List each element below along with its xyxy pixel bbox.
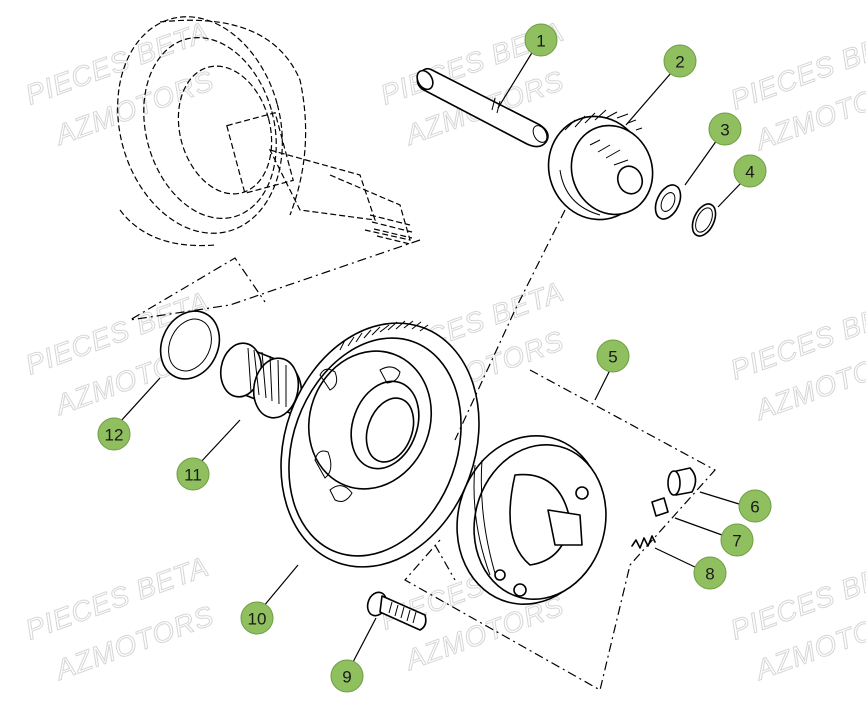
- callout-11-label: 11: [184, 466, 202, 485]
- callout-1-label: 1: [536, 32, 545, 51]
- callout-6[interactable]: 6: [738, 489, 772, 523]
- part-2-gear: [547, 109, 654, 221]
- callout-2-label: 2: [675, 53, 684, 72]
- part-4-circlip: [691, 203, 717, 237]
- callout-6-label: 6: [750, 498, 759, 517]
- callout-5-label: 5: [608, 348, 617, 367]
- part-8-spring: [631, 535, 656, 549]
- callout-4-label: 4: [745, 163, 754, 182]
- part-3-washer: [654, 184, 682, 220]
- callout-8[interactable]: 8: [693, 556, 727, 590]
- part-12-washer: [159, 310, 221, 380]
- callout-3-label: 3: [720, 121, 729, 140]
- callout-7-label: 7: [732, 532, 741, 551]
- axis-lines: [434, 209, 566, 581]
- callouts: 1 2 3 4 5 6 7 8: [97, 23, 772, 693]
- part-10-starter-gear: [280, 320, 480, 568]
- callout-12[interactable]: 12: [97, 417, 131, 451]
- callout-4[interactable]: 4: [733, 154, 767, 188]
- callout-10-label: 10: [248, 610, 267, 629]
- part-11-needle-bearing: [219, 342, 303, 419]
- callout-3[interactable]: 3: [708, 112, 742, 146]
- callout-12-label: 12: [105, 426, 124, 445]
- callout-5[interactable]: 5: [596, 339, 630, 373]
- leader-lines: [119, 50, 742, 665]
- callout-11[interactable]: 11: [176, 457, 210, 491]
- part-9-bolt: [366, 591, 427, 631]
- callout-9[interactable]: 9: [330, 659, 364, 693]
- part-7-pin: [651, 497, 669, 517]
- callout-1[interactable]: 1: [524, 23, 558, 57]
- callout-9-label: 9: [342, 668, 351, 687]
- callout-8-label: 8: [705, 565, 714, 584]
- callout-2[interactable]: 2: [663, 44, 697, 78]
- part-1-shaft: [416, 67, 549, 148]
- part-6-roller: [667, 467, 697, 496]
- callout-10[interactable]: 10: [240, 601, 274, 635]
- callout-7[interactable]: 7: [720, 523, 754, 557]
- part-5-freewheel-group: [404, 369, 716, 691]
